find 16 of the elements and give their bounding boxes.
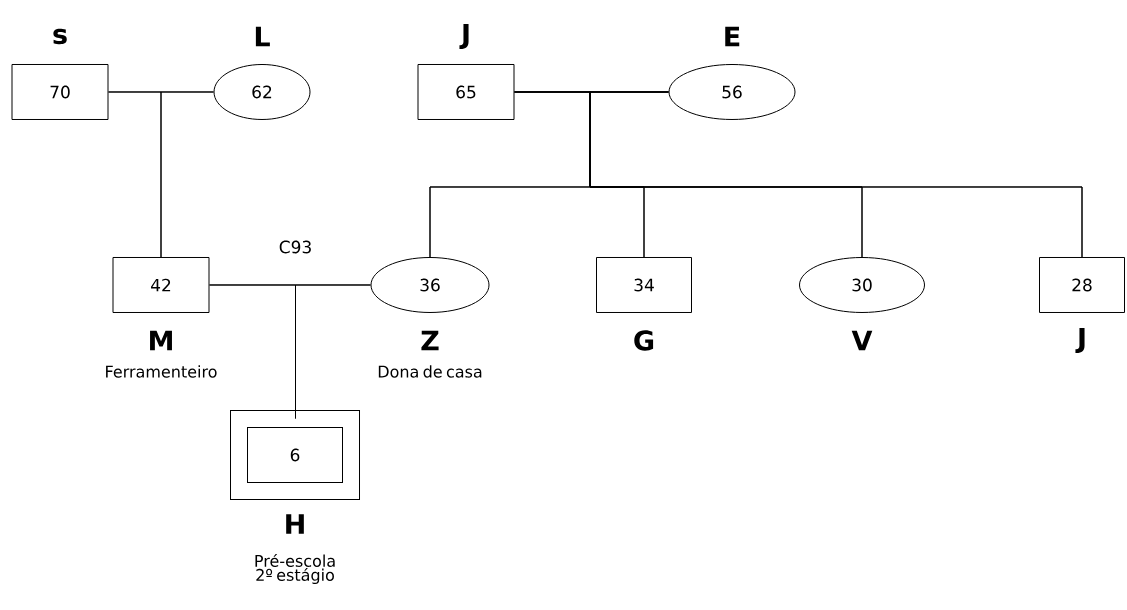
person-note: Dona de casa (378, 365, 482, 378)
person-note: Ferramenteiro (106, 365, 217, 378)
connector-line (160, 91, 214, 258)
person-initial: J (1075, 327, 1085, 354)
person-initial: G (634, 330, 654, 351)
connector-line (295, 284, 371, 419)
person-initial: Z (421, 330, 439, 351)
person-initial: E (725, 26, 740, 47)
person-note: Pré-escola 2º estágio (255, 553, 335, 585)
person-initial: s (53, 28, 67, 45)
person-initial: H (286, 514, 304, 534)
edge-label: C93 (277, 239, 314, 255)
person-initial: J (459, 23, 469, 50)
person-initial: V (851, 330, 873, 351)
person-initial: L (255, 26, 270, 47)
person-initial: M (150, 330, 172, 351)
